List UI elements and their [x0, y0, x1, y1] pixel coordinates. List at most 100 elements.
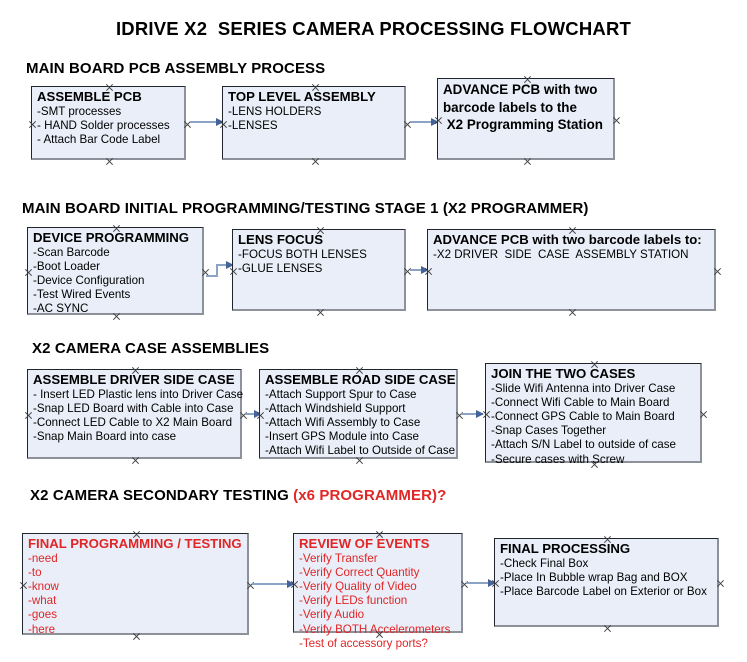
node-top-level-assembly[interactable]: TOP LEVEL ASSEMBLY -LENS HOLDERS -LENSES: [222, 86, 406, 160]
node-line: -Snap Main Board into case: [33, 430, 177, 444]
node-line: -Slide Wifi Antenna into Driver Case: [491, 381, 676, 395]
connection-handle-right[interactable]: [239, 411, 248, 420]
node-line: -X2 DRIVER SIDE CASE ASSEMBLY STATION: [433, 247, 689, 261]
node-lens-focus[interactable]: LENS FOCUS -FOCUS BOTH LENSES -GLUE LENS…: [232, 229, 406, 311]
node-line: -Place In Bubble wrap Bag and BOX: [500, 570, 688, 584]
connection-handle-right[interactable]: [455, 411, 464, 420]
node-title: TOP LEVEL ASSEMBLY: [228, 89, 376, 104]
node-line: -to: [28, 565, 42, 579]
node-line: -goes: [28, 608, 58, 622]
connector-driver-side-to-road-side: [245, 410, 262, 418]
connection-handle-bottom[interactable]: [105, 157, 114, 166]
connection-handle-left[interactable]: [28, 120, 37, 129]
node-line: - HAND Solder processes: [37, 118, 170, 132]
section-heading-text: MAIN BOARD INITIAL PROGRAMMING/TESTING S…: [22, 200, 589, 217]
page-title: IDRIVE X2 SERIES CAMERA PROCESSING FLOWC…: [115, 18, 632, 39]
node-line: -need: [28, 551, 58, 565]
node-title: JOIN THE TWO CASES: [491, 366, 636, 381]
node-line: -Check Final Box: [500, 556, 589, 570]
connector-segment: [216, 264, 218, 277]
section-heading-main-board-pcb-assembly: MAIN BOARD PCB ASSEMBLY PROCESS: [26, 60, 325, 77]
node-line: -Scan Barcode: [33, 245, 110, 259]
node-line: -LENS HOLDERS: [228, 104, 322, 118]
arrow-head-icon: [254, 410, 262, 418]
node-line: -Verify LEDs function: [299, 594, 408, 608]
node-line: -Boot Loader: [33, 259, 101, 273]
section-heading-main-board-initial-programming: MAIN BOARD INITIAL PROGRAMMING/TESTING S…: [22, 200, 589, 217]
section-heading-x2-camera-case-assemblies: X2 CAMERA CASE ASSEMBLIES: [32, 340, 269, 357]
connection-handle-bottom[interactable]: [568, 308, 577, 317]
connection-handle-right[interactable]: [460, 580, 469, 589]
connector-review-of-events-to-final-processing: [466, 579, 496, 587]
node-line: - Insert LED Plastic lens into Driver Ca…: [33, 387, 244, 401]
node-final-processing[interactable]: FINAL PROCESSING -Check Final Box -Place…: [494, 538, 719, 627]
node-line: -Test Wired Events: [33, 288, 131, 302]
connection-handle-right[interactable]: [713, 267, 722, 276]
node-assemble-road-side-case[interactable]: ASSEMBLE ROAD SIDE CASE -Attach Support …: [259, 369, 458, 459]
node-title: ASSEMBLE ROAD SIDE CASE: [265, 372, 456, 387]
node-advance-pcb-to-driver-side-case-station[interactable]: ADVANCE PCB with two barcode labels to: …: [427, 229, 716, 311]
node-title: ASSEMBLE DRIVER SIDE CASE: [33, 372, 235, 387]
node-line: -Snap LED Board with Cable into Case: [33, 401, 234, 415]
node-line: -Attach Wifi Label to Outside of Case: [265, 444, 456, 458]
arrow-head-icon: [287, 580, 295, 588]
connection-handle-bottom[interactable]: [311, 157, 320, 166]
node-line: -Connect Wifi Cable to Main Board: [491, 395, 670, 409]
connection-handle-left[interactable]: [19, 581, 28, 590]
node-line: -FOCUS BOTH LENSES: [238, 247, 367, 261]
node-line: -Connect LED Cable to X2 Main Board: [33, 415, 233, 429]
connection-handle-bottom[interactable]: [316, 308, 325, 317]
node-line: -what: [28, 594, 57, 608]
connector-device-programming-to-lens-focus: [206, 261, 234, 277]
connection-handle-right[interactable]: [716, 579, 725, 588]
connector-segment: [216, 264, 233, 266]
node-line: -know: [28, 579, 59, 593]
node-review-of-events[interactable]: REVIEW OF EVENTS -Verify Transfer -Verif…: [293, 533, 463, 650]
node-assemble-pcb[interactable]: ASSEMBLE PCB -SMT processes - HAND Solde…: [31, 86, 186, 160]
node-line: -Connect GPS Cable to Main Board: [491, 409, 675, 423]
node-line: -Verify Quality of Video: [299, 579, 417, 593]
node-line: -Snap Cases Together: [491, 424, 607, 438]
node-line: -Insert GPS Module into Case: [265, 430, 420, 444]
node-device-programming[interactable]: DEVICE PROGRAMMING -Scan Barcode -Boot L…: [27, 227, 204, 315]
connection-handle-left[interactable]: [24, 411, 33, 420]
connection-handle-right[interactable]: [403, 267, 412, 276]
node-assemble-driver-side-case[interactable]: ASSEMBLE DRIVER SIDE CASE - Insert LED P…: [24, 369, 244, 459]
node-line: -SMT processes: [37, 104, 122, 118]
connection-handle-right[interactable]: [612, 116, 621, 125]
connection-handle-bottom[interactable]: [603, 624, 612, 633]
section-heading-text: X2 CAMERA SECONDARY TESTING: [30, 487, 294, 504]
connection-handle-bottom[interactable]: [523, 157, 532, 166]
node-line: -GLUE LENSES: [238, 261, 323, 275]
node-line: -Secure cases with Screw: [491, 452, 625, 466]
node-title: DEVICE PROGRAMMING: [33, 230, 190, 245]
connector-assemble-pcb-to-top-level-assembly: [190, 118, 224, 126]
arrow-head-icon: [476, 410, 484, 418]
section-heading-accent: (x6 PROGRAMMER)?: [293, 487, 447, 504]
node-line-overflow: -Test of accessory ports?: [299, 636, 428, 650]
node-title: ADVANCE PCB with two barcode labels to:: [433, 232, 702, 247]
node-line: -Verify Correct Quantity: [299, 565, 420, 579]
node-line: -Attach Wifi Assembly to Case: [265, 415, 421, 429]
arrow-head-icon: [216, 118, 224, 126]
node-title: ADVANCE PCB with two barcode labels to t…: [443, 82, 603, 132]
node-title: REVIEW OF EVENTS: [299, 536, 430, 551]
node-line: -here: [28, 622, 56, 636]
node-final-programming-testing[interactable]: FINAL PROGRAMMING / TESTING -need -to -k…: [19, 533, 249, 636]
section-heading-x2-camera-secondary-testing: X2 CAMERA SECONDARY TESTING (x6 PROGRAMM…: [30, 487, 446, 504]
node-line: -LENSES: [228, 118, 278, 132]
node-line: -Device Configuration: [33, 273, 145, 287]
arrow-head-icon: [431, 118, 439, 126]
node-advance-pcb-to-x2-programming-station[interactable]: ADVANCE PCB with two barcode labels to t…: [437, 78, 615, 160]
node-line: -Place Barcode Label on Exterior or Box: [500, 584, 707, 598]
connection-handle-bottom[interactable]: [131, 456, 140, 465]
node-join-the-two-cases[interactable]: JOIN THE TWO CASES -Slide Wifi Antenna i…: [485, 363, 702, 466]
connector-lens-focus-to-advance-pcb-driver-side: [410, 266, 429, 274]
connector-final-programming-to-review-of-events: [252, 580, 295, 588]
arrow-head-icon: [226, 261, 234, 269]
connection-handle-right[interactable]: [699, 410, 708, 419]
connection-handle-left[interactable]: [24, 268, 33, 277]
connection-handle-right[interactable]: [246, 581, 255, 590]
node-line: -Attach Support Spur to Case: [265, 387, 417, 401]
